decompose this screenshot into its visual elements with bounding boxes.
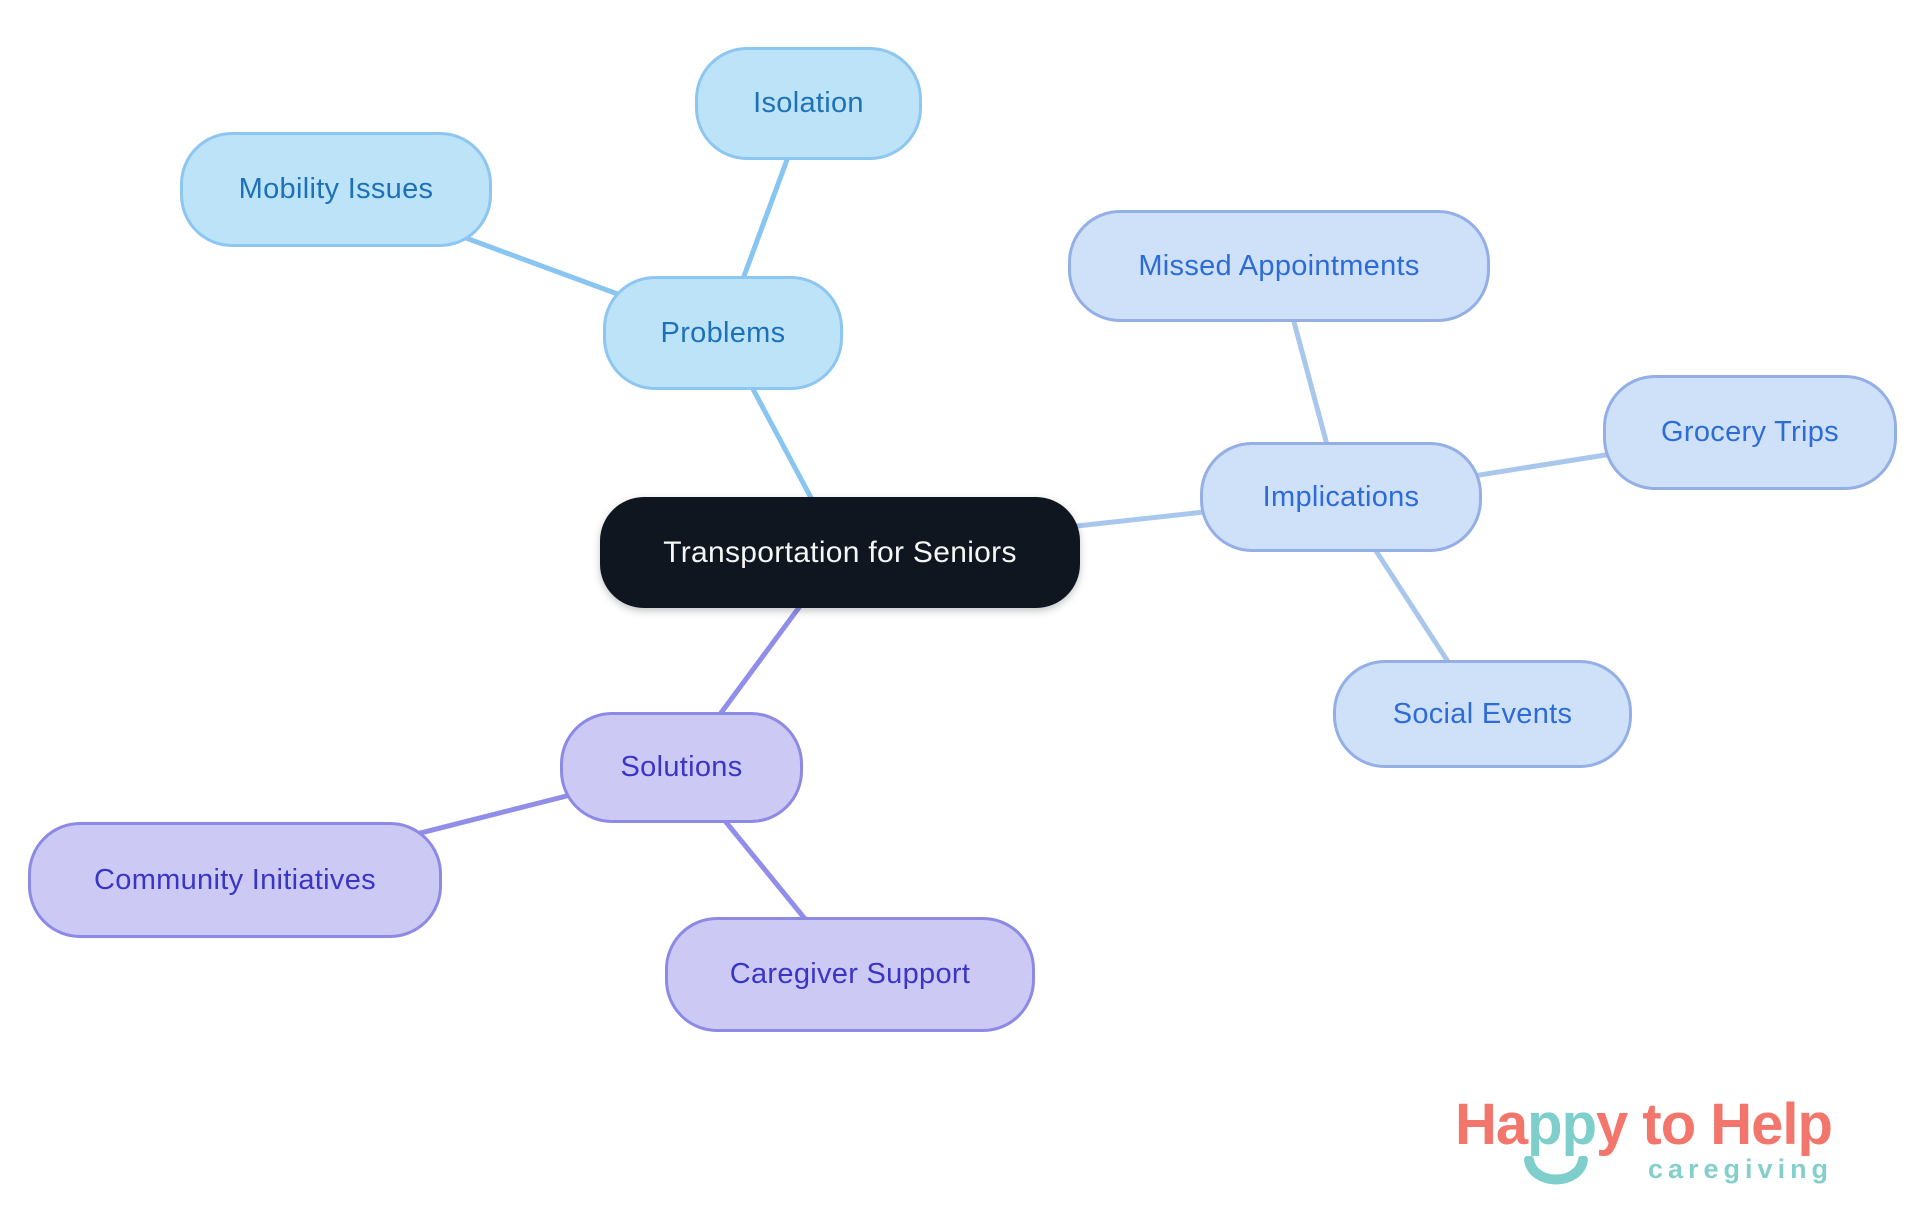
leaf-node-label: Mobility Issues (238, 173, 434, 205)
branch-node-solutions[interactable]: Solutions (560, 712, 803, 823)
leaf-node-label: Missed Appointments (1138, 249, 1420, 282)
logo-word-part: pp (1527, 1092, 1597, 1157)
logo-wordmark: Happy to Help (1455, 1096, 1885, 1154)
leaf-node-label: Social Events (1392, 697, 1573, 730)
branch-node-implications[interactable]: Implications (1200, 442, 1482, 552)
root-node-label: Transportation for Seniors (663, 535, 1017, 569)
leaf-node-grocery-trips[interactable]: Grocery Trips (1603, 375, 1897, 490)
logo-tagline: caregiving (1648, 1154, 1834, 1184)
leaf-node-community-initiatives[interactable]: Community Initiatives (28, 822, 442, 938)
leaf-node-label: Community Initiatives (94, 863, 376, 896)
logo-word-part: Ha (1455, 1092, 1528, 1157)
logo-word-part: to (1627, 1092, 1711, 1157)
happy-to-help-logo: Happy to Help caregiving (1455, 1096, 1885, 1206)
leaf-node-missed-appointments[interactable]: Missed Appointments (1068, 210, 1490, 322)
branch-node-label: Solutions (620, 751, 743, 783)
leaf-node-label: Grocery Trips (1661, 416, 1839, 448)
smile-arc-icon (1524, 1156, 1588, 1185)
leaf-node-label: Caregiver Support (729, 958, 971, 990)
logo-word-part: y (1596, 1092, 1628, 1157)
branch-node-label: Implications (1262, 480, 1420, 513)
root-node-transportation-for-seniors[interactable]: Transportation for Seniors (600, 497, 1080, 608)
branch-node-label: Problems (660, 316, 786, 349)
leaf-node-social-events[interactable]: Social Events (1333, 660, 1632, 768)
logo-word-part: Help (1710, 1092, 1833, 1157)
branch-node-problems[interactable]: Problems (603, 276, 843, 390)
leaf-node-isolation[interactable]: Isolation (695, 47, 922, 160)
leaf-node-label: Isolation (753, 87, 864, 119)
leaf-node-mobility-issues[interactable]: Mobility Issues (180, 132, 492, 247)
leaf-node-caregiver-support[interactable]: Caregiver Support (665, 917, 1035, 1032)
